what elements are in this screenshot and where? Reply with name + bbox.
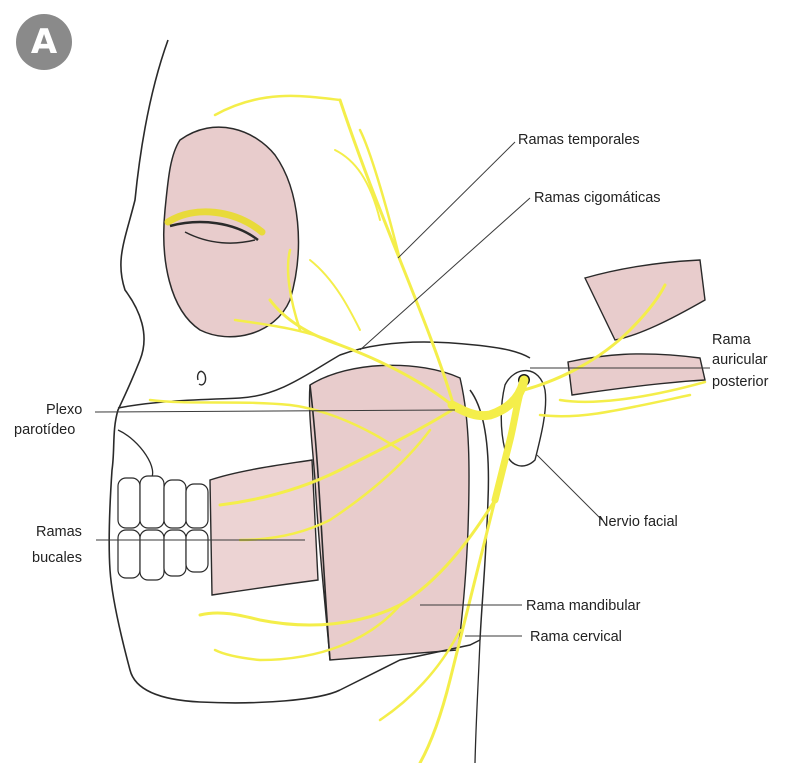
auricle-lower <box>568 354 705 395</box>
label-rama-auricular-posterior-1: Rama <box>712 330 751 350</box>
maxilla-line <box>118 430 153 480</box>
auricle-upper <box>585 260 705 340</box>
label-plexo-parotideo-2: parotídeo <box>14 420 75 440</box>
neck-line <box>475 640 480 763</box>
label-ramas-bucales-2: bucales <box>32 548 82 568</box>
label-plexo-parotideo-1: Plexo <box>46 400 82 420</box>
label-ramas-temporales: Ramas temporales <box>518 130 640 150</box>
buccinator-muscle <box>210 460 318 595</box>
teeth <box>118 476 208 580</box>
label-rama-mandibular: Rama mandibular <box>526 596 640 616</box>
label-rama-auricular-posterior-3: posterior <box>712 372 768 392</box>
label-ramas-bucales-1: Ramas <box>36 522 82 542</box>
label-ramas-cigomaticas: Ramas cigomáticas <box>534 188 661 208</box>
label-rama-cervical: Rama cervical <box>530 627 622 647</box>
orbit-region <box>164 127 299 337</box>
panel-letter-badge: A <box>16 14 72 70</box>
label-rama-auricular-posterior-2: auricular <box>712 350 768 370</box>
nasal-opening <box>198 371 206 384</box>
label-nervio-facial: Nervio facial <box>598 512 678 532</box>
panel-letter: A <box>31 22 57 62</box>
